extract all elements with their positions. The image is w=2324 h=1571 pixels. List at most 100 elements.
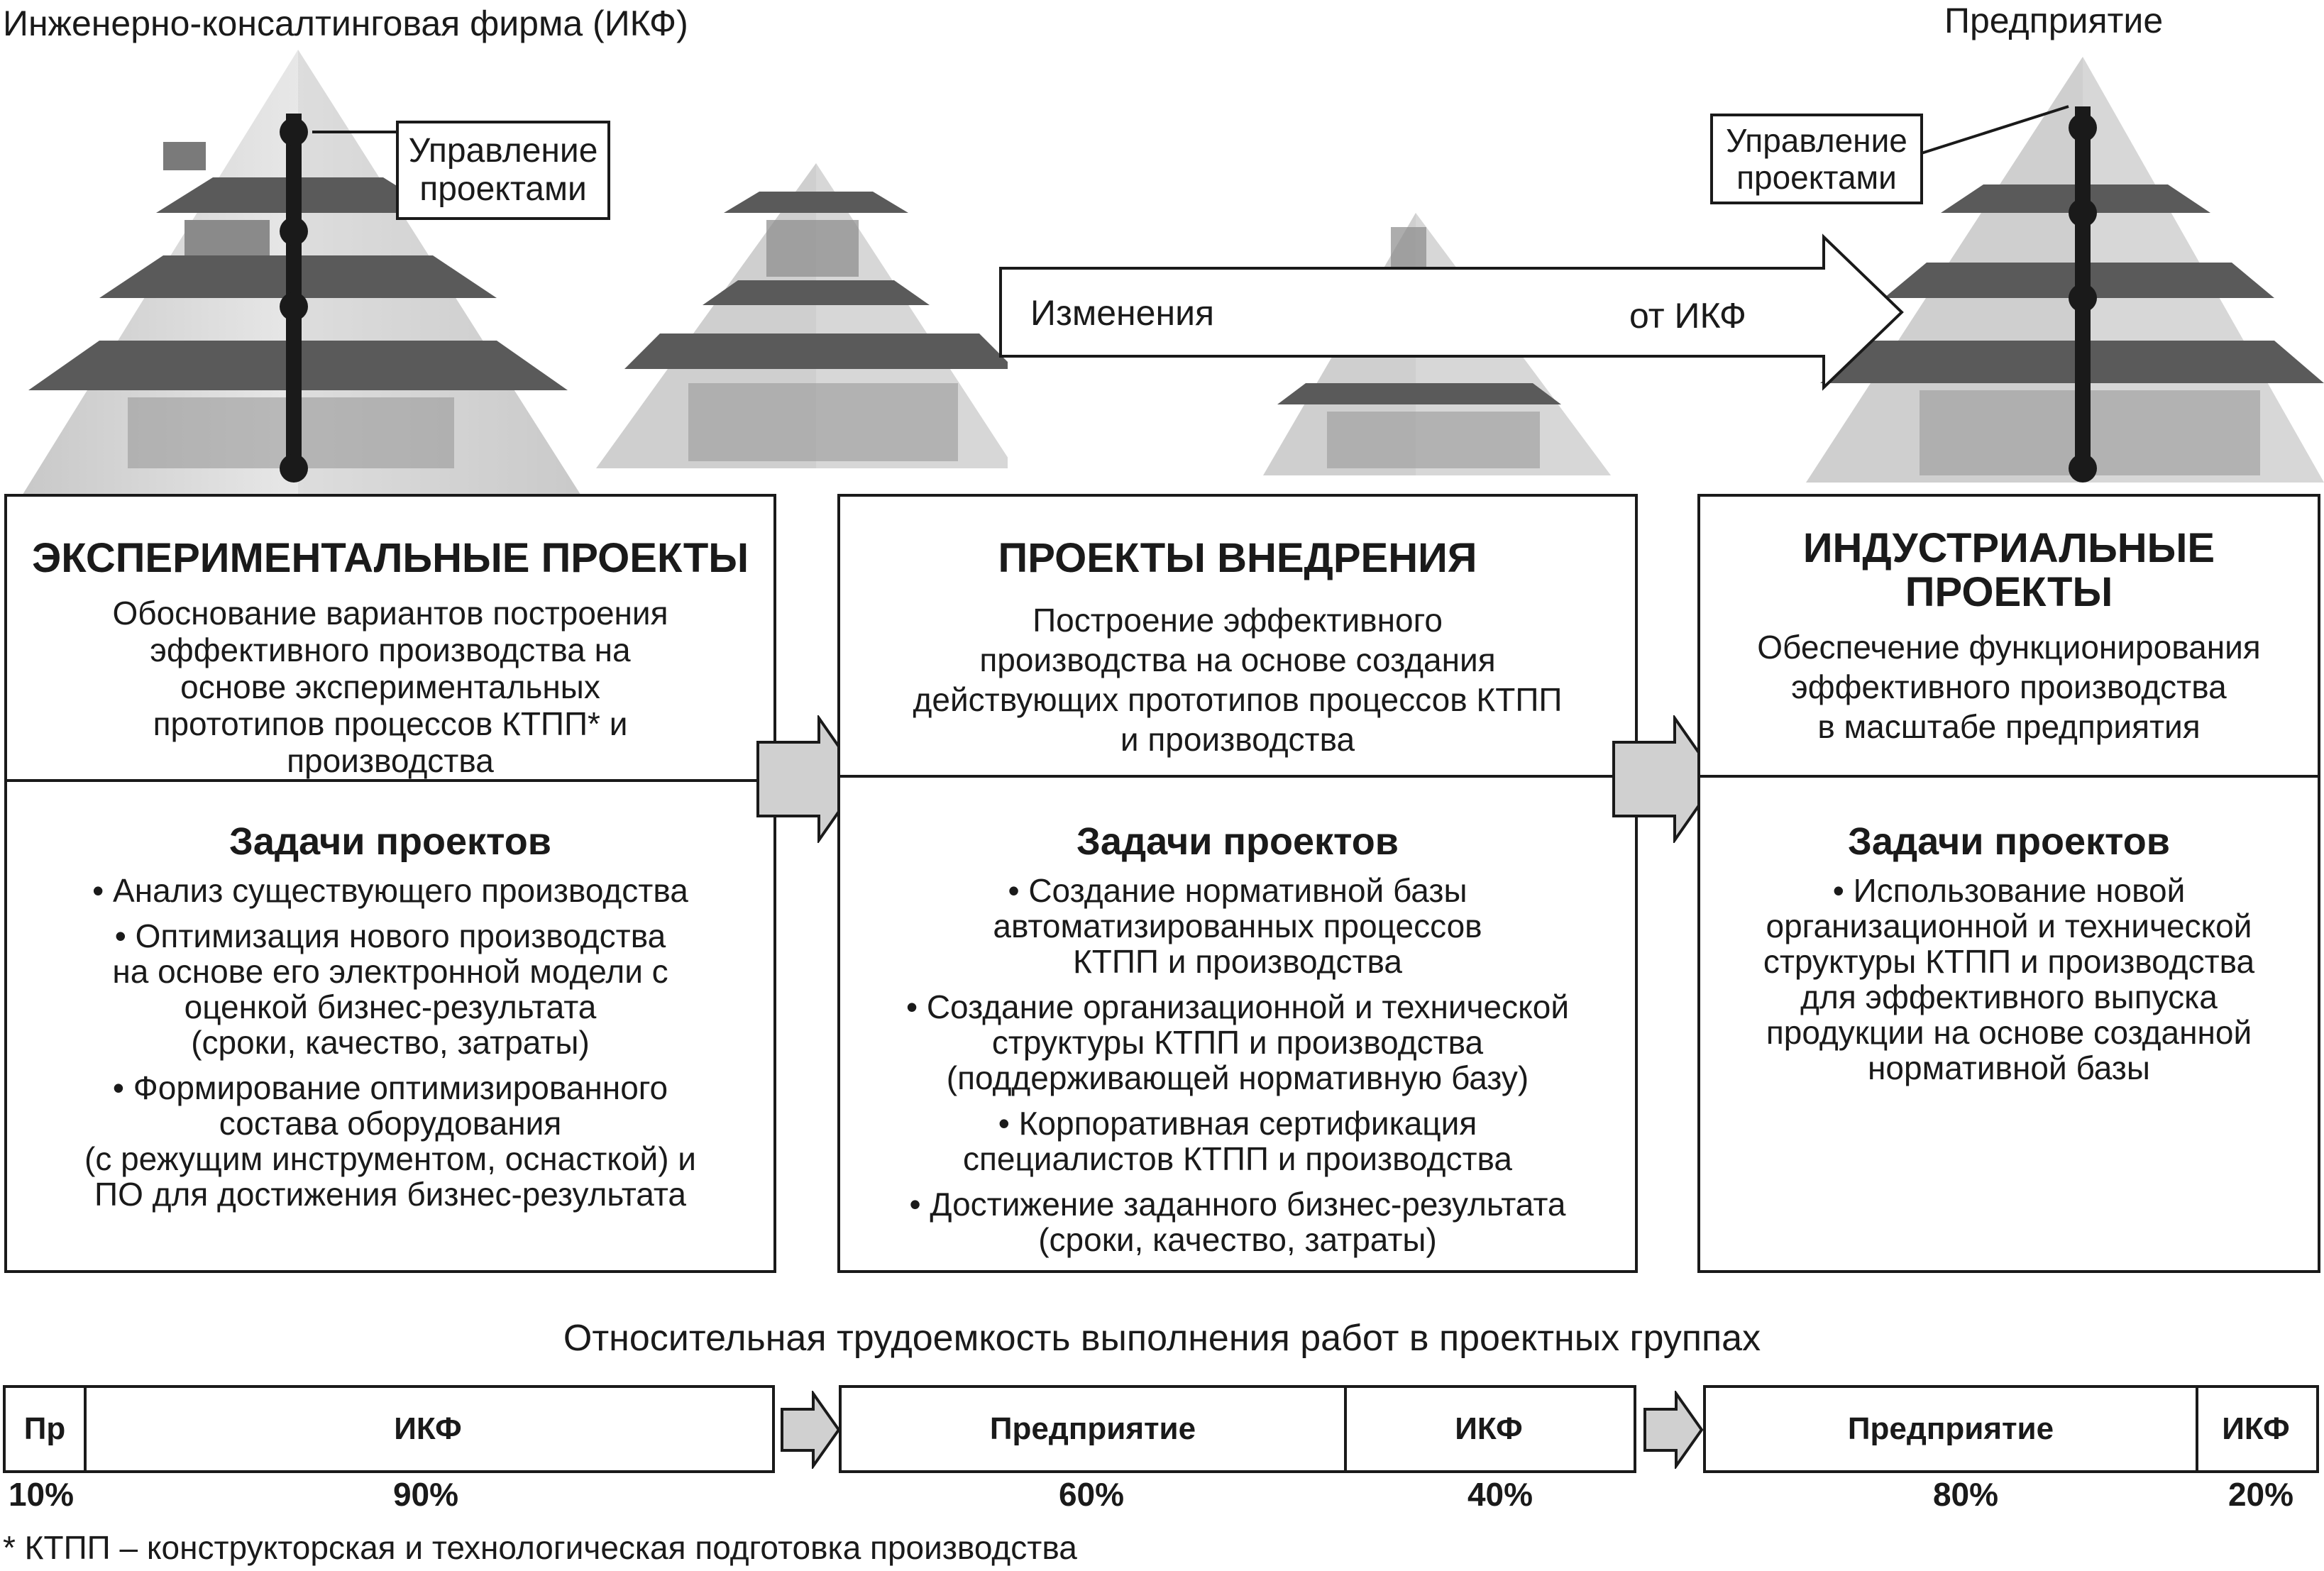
header-left-label: Инженерно-консалтинговая фирма (ИКФ) <box>3 4 688 43</box>
task-line: автоматизированных процессов <box>993 908 1482 944</box>
workload-segment-ikf: ИКФ <box>2196 1388 2316 1470</box>
task-line: (сроки, качество, затраты) <box>191 1024 590 1061</box>
segment-label: Пр <box>23 1411 66 1446</box>
card-divider <box>840 775 1635 778</box>
task-item: • Создание нормативной базы автоматизиро… <box>840 873 1635 979</box>
task-line: структуры КТПП и производства <box>1763 943 2255 980</box>
task-line: оценкой бизнес-результата <box>184 988 597 1025</box>
task-item: • Достижение заданного бизнес-результата… <box>840 1186 1635 1257</box>
card-industrial-projects: ИНДУСТРИАЛЬНЫЕ ПРОЕКТЫ Обеспечение функц… <box>1697 494 2320 1273</box>
desc-line: прототипов процессов КТПП* и <box>153 705 628 742</box>
workload-bar-industrial: Предприятие ИКФ <box>1703 1385 2319 1473</box>
task-item: • Анализ существующего производства <box>7 873 773 908</box>
pct-enterprise-industrial: 80% <box>1932 1476 1999 1513</box>
tasks-title: Задачи проектов <box>1848 820 2170 863</box>
task-line: (поддерживающей нормативную базу) <box>946 1059 1529 1096</box>
card-implementation-projects: ПРОЕКТЫ ВНЕДРЕНИЯ Построение эффективног… <box>837 494 1638 1273</box>
footnote: * КТПП – конструкторская и технологическ… <box>3 1529 1077 1566</box>
card-experimental-projects: ЭКСПЕРИМЕНТАЛЬНЫЕ ПРОЕКТЫ Обоснование ва… <box>4 494 776 1273</box>
task-line: • Формирование оптимизированного <box>112 1069 668 1106</box>
desc-line: действующих прототипов процессов КТПП <box>913 681 1563 718</box>
workload-segment-enterprise: Пр <box>6 1388 87 1470</box>
task-line: состава оборудования <box>219 1105 562 1142</box>
task-item: • Использование новой организационной и … <box>1700 873 2318 1086</box>
pct-ikf-implementation: 40% <box>1467 1476 1533 1513</box>
callout-line-2: проектами <box>1736 159 1897 196</box>
task-line: нормативной базы <box>1868 1049 2150 1086</box>
pct-enterprise-implementation: 60% <box>1058 1476 1125 1513</box>
arrow-card2-to-card3 <box>1612 715 1719 843</box>
task-line: структуры КТПП и производства <box>991 1024 1484 1061</box>
arrow-bar2-to-bar3 <box>1643 1391 1704 1469</box>
task-line: ПО для достижения бизнес-результата <box>94 1176 686 1213</box>
task-line: специалистов КТПП и производства <box>962 1140 1513 1177</box>
task-item: • Корпоративная сертификация специалисто… <box>840 1106 1635 1176</box>
pyramid-experimental-illustration <box>596 163 1008 468</box>
desc-line: и производства <box>1120 721 1355 758</box>
desc-line: производства <box>287 742 494 779</box>
pct-ikf-industrial: 20% <box>2227 1476 2294 1513</box>
task-line: • Создание нормативной базы <box>1008 872 1467 909</box>
desc-line: Построение эффективного <box>1032 602 1443 639</box>
transition-label-left: Изменения <box>1030 293 1215 333</box>
title-line: ПРОЕКТЫ <box>1905 569 2113 615</box>
segment-label: ИКФ <box>2222 1411 2290 1446</box>
card-description: Обоснование вариантов построения эффекти… <box>7 595 773 779</box>
task-line: организационной и технической <box>1766 908 2252 944</box>
card-title: ИНДУСТРИАЛЬНЫЕ ПРОЕКТЫ <box>1700 527 2318 614</box>
callout-project-management-right: Управление проектами <box>1710 114 1923 204</box>
desc-line: эффективного производства на <box>150 632 631 668</box>
workload-segment-enterprise: Предприятие <box>842 1388 1347 1470</box>
segment-label: Предприятие <box>1847 1411 2054 1446</box>
task-line: • Использование новой <box>1832 872 2186 909</box>
desc-line: основе экспериментальных <box>180 668 600 705</box>
workload-segment-ikf: ИКФ <box>1344 1388 1634 1470</box>
task-line: КТПП и производства <box>1072 943 1403 980</box>
task-line: на основе его электронной модели с <box>112 953 668 990</box>
tasks-title: Задачи проектов <box>1076 820 1399 863</box>
task-line: для эффективного выпуска <box>1800 979 2218 1015</box>
task-line: • Создание организационной и технической <box>905 988 1570 1025</box>
workload-bar-implementation: Предприятие ИКФ <box>839 1385 1636 1473</box>
card-tasks: Задачи проектов • Создание нормативной б… <box>840 820 1635 1267</box>
task-line: (сроки, качество, затраты) <box>1038 1221 1437 1258</box>
task-line: продукции на основе созданной <box>1766 1014 2252 1051</box>
transition-label-right: от ИКФ <box>1629 296 1746 336</box>
pct-enterprise-experimental: 10% <box>8 1476 75 1513</box>
segment-label: ИКФ <box>394 1411 462 1446</box>
desc-line: Обеспечение функционирования <box>1757 629 2261 666</box>
task-item: • Создание организационной и технической… <box>840 989 1635 1096</box>
workload-segment-enterprise: Предприятие <box>1706 1388 2198 1470</box>
card-description: Построение эффективного производства на … <box>840 600 1635 759</box>
card-divider <box>1700 775 2318 778</box>
desc-line: производства на основе создания <box>979 641 1496 678</box>
segment-label: ИКФ <box>1455 1411 1523 1446</box>
card-description: Обеспечение функционирования эффективног… <box>1700 627 2318 746</box>
callout-line-2: проектами <box>419 170 587 208</box>
title-line: ИНДУСТРИАЛЬНЫЕ <box>1802 525 2215 571</box>
pyramid-ikf-illustration <box>21 50 582 497</box>
segment-label: Предприятие <box>989 1411 1196 1446</box>
pyramid-enterprise-illustration <box>1806 57 2324 483</box>
pct-ikf-experimental: 90% <box>392 1476 459 1513</box>
desc-line: в масштабе предприятия <box>1817 708 2201 745</box>
task-line: • Корпоративная сертификация <box>998 1105 1477 1142</box>
task-line: • Анализ существующего производства <box>92 872 688 909</box>
card-title: ПРОЕКТЫ ВНЕДРЕНИЯ <box>998 535 1477 581</box>
task-line: • Достижение заданного бизнес-результата <box>909 1186 1566 1223</box>
transition-arrow <box>999 233 1904 391</box>
callout-line-1: Управление <box>1726 122 1907 159</box>
callout-project-management-left: Управление проектами <box>396 121 610 220</box>
header-right-label: Предприятие <box>1944 1 2164 40</box>
arrow-bar1-to-bar2 <box>781 1391 841 1469</box>
task-line: (с режущим инструментом, оснасткой) и <box>84 1140 696 1177</box>
card-title: ЭКСПЕРИМЕНТАЛЬНЫЕ ПРОЕКТЫ <box>31 535 749 581</box>
desc-line: эффективного производства <box>1791 668 2227 705</box>
workload-title: Относительная трудоемкость выполнения ра… <box>563 1318 1761 1359</box>
task-line: • Оптимизация нового производства <box>114 917 666 954</box>
desc-line: Обоснование вариантов построения <box>112 595 668 632</box>
card-divider <box>7 779 773 782</box>
task-item: • Оптимизация нового производства на осн… <box>7 918 773 1060</box>
workload-bar-experimental: Пр ИКФ <box>3 1385 775 1473</box>
task-item: • Формирование оптимизированного состава… <box>7 1070 773 1212</box>
